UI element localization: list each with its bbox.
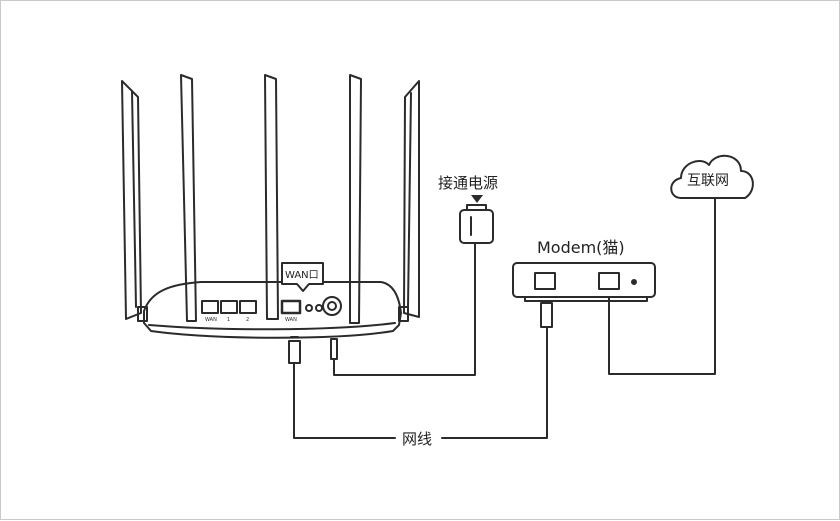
router-antennas — [121, 74, 420, 324]
port-mark: WAN — [205, 317, 217, 323]
router-cable-plugs — [288, 336, 338, 364]
internet-cloud-icon — [670, 155, 754, 199]
modem — [512, 262, 656, 302]
internet-line — [608, 197, 716, 375]
power-label: 接通电源 — [438, 174, 498, 192]
wan-callout — [281, 262, 324, 292]
port-mark: 2 — [246, 317, 249, 323]
power-adapter — [459, 204, 494, 254]
internet-label: 互联网 — [687, 173, 729, 189]
modem-cable-plug — [540, 302, 553, 328]
router — [137, 281, 409, 339]
port-mark: WAN — [285, 317, 297, 323]
cable-label: 网线 — [402, 430, 432, 448]
power-cable — [333, 252, 476, 376]
modem-label: Modem(猫) — [537, 238, 625, 257]
wan-port-label: WAN口 — [285, 270, 319, 281]
network-cable — [293, 326, 548, 439]
power-arrow-icon — [471, 195, 483, 203]
port-mark: 1 — [227, 317, 230, 323]
